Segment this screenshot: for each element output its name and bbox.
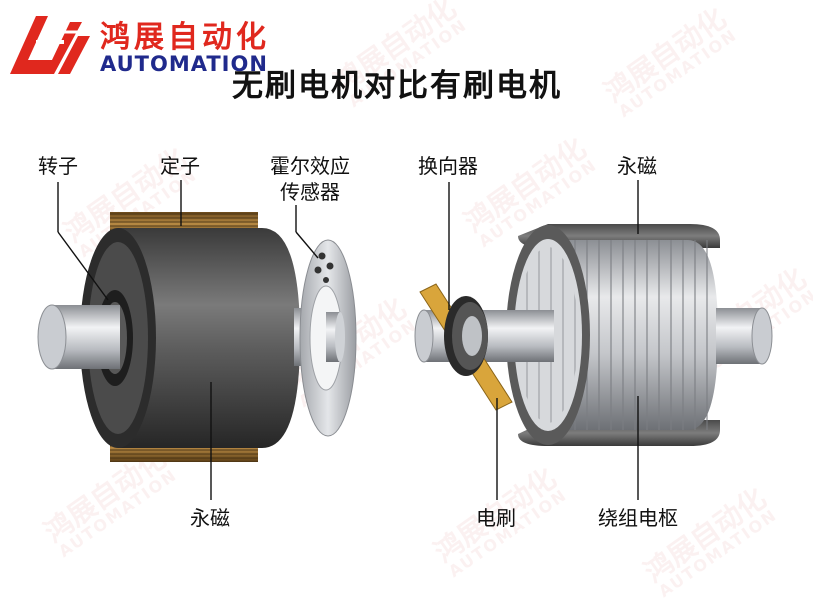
label-hall-sensor-line2: 传感器 [280,180,340,204]
label-armature: 绕组电枢 [598,506,678,530]
label-brush: 电刷 [476,506,516,530]
stator-body [118,228,300,448]
brand-logo: 鸿展自动化 AUTOMATION [8,8,298,78]
label-hall-sensor-line1: 霍尔效应 [270,154,350,178]
brushless-motor [37,180,357,500]
brand-name-en: AUTOMATION [100,52,268,76]
label-stator: 定子 [160,154,200,178]
label-rotor: 转子 [38,154,78,178]
page-title: 无刷电机对比有刷电机 [232,68,562,104]
label-commutator: 换向器 [418,154,478,178]
label-permanent-magnet-brushless: 永磁 [190,506,230,530]
brushed-motor [414,180,773,500]
label-permanent-magnet-brushed: 永磁 [617,154,657,178]
brand-name-cn: 鸿展自动化 [100,20,270,55]
logo-mark-icon [10,16,90,74]
